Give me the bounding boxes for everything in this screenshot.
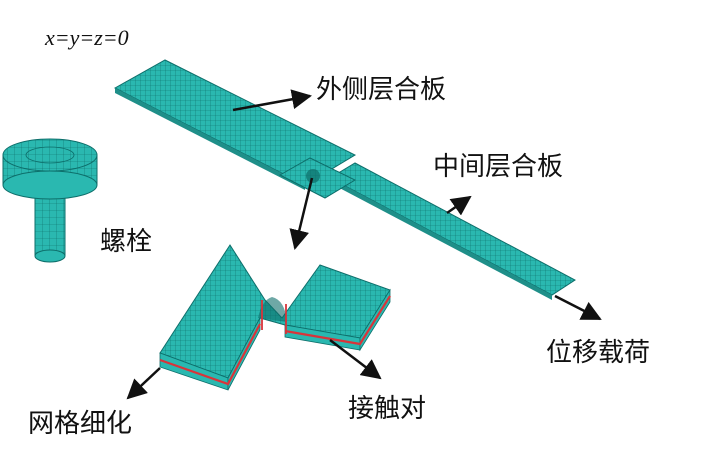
- contact-line-left: [159, 323, 261, 386]
- coordinate-label: x=y=z=0: [45, 25, 129, 50]
- middle-laminate-mesh: [328, 162, 576, 300]
- bolt-mesh: [2, 138, 98, 263]
- arrow-contact-pair: [329, 339, 382, 380]
- middle-laminate-label: 中间层合板: [433, 152, 564, 182]
- contact-pair-label: 接触对: [348, 394, 427, 424]
- annotation-arrows: [126, 89, 602, 400]
- contact-line-right: [284, 295, 391, 346]
- arrow-to-detail: [289, 177, 314, 250]
- displacement-load-label: 位移载荷: [546, 338, 651, 368]
- outer-laminate-label: 外侧层合板: [316, 75, 447, 105]
- refined-mesh-detail: [159, 244, 391, 391]
- arrow-outer-laminate: [232, 89, 312, 112]
- arrow-displacement-load: [554, 294, 602, 321]
- bolt-label: 螺栓: [100, 227, 153, 257]
- arrow-middle-laminate: [446, 195, 472, 216]
- mesh-refinement-label: 网格细化: [28, 409, 133, 439]
- arrow-mesh-refinement: [126, 367, 161, 400]
- outer-laminate-mesh: [113, 59, 357, 190]
